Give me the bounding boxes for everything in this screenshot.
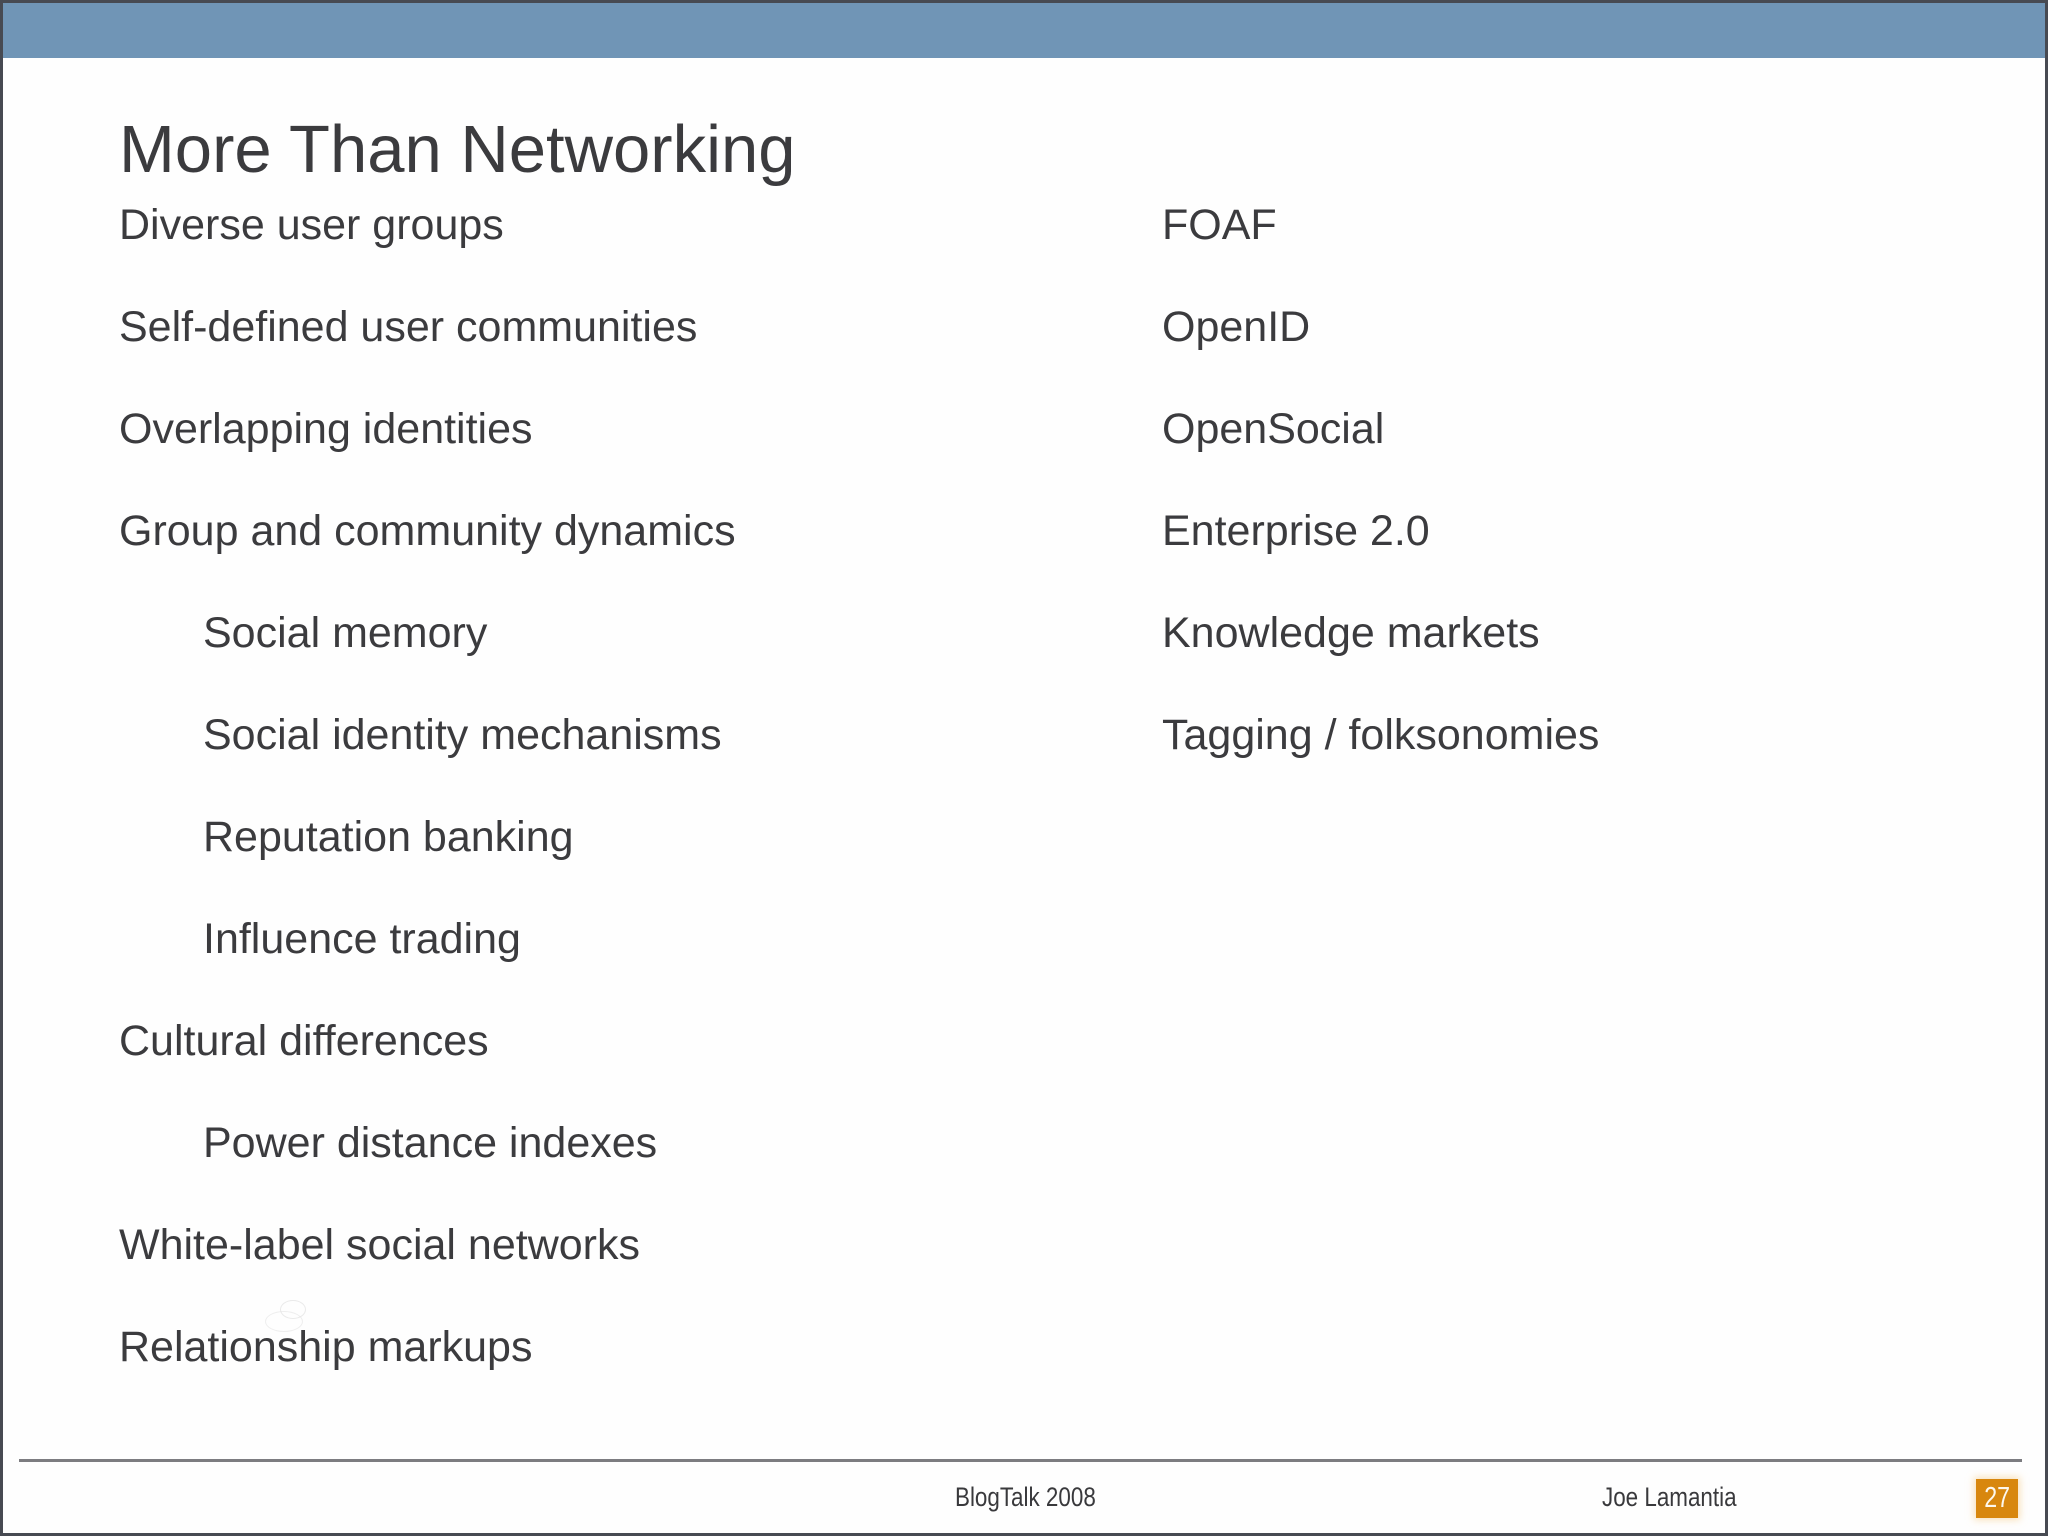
list-item-sub: Social identity mechanisms [203, 710, 722, 759]
list-item: OpenID [1162, 302, 1311, 351]
list-item: Overlapping identities [119, 404, 533, 453]
list-item: FOAF [1162, 200, 1277, 249]
list-item: Relationship markups [119, 1322, 533, 1371]
page-title: More Than Networking [119, 111, 796, 187]
list-item-sub: Power distance indexes [203, 1118, 658, 1167]
footer-author-label: Joe Lamantia [1602, 1482, 1737, 1512]
list-item: Tagging / folksonomies [1162, 710, 1600, 759]
list-item: Diverse user groups [119, 200, 504, 249]
venn-watermark-icon [265, 1311, 303, 1332]
header-band [3, 3, 2045, 58]
list-item: OpenSocial [1162, 404, 1385, 453]
footer-divider [19, 1459, 2022, 1462]
footer-conference-label: BlogTalk 2008 [955, 1482, 1096, 1512]
list-item: Enterprise 2.0 [1162, 506, 1430, 555]
list-item-sub: Influence trading [203, 914, 521, 963]
list-item-sub: Reputation banking [203, 812, 574, 861]
list-item: White-label social networks [119, 1220, 640, 1269]
page-number: 27 [1984, 1482, 2010, 1514]
list-item: Knowledge markets [1162, 608, 1540, 657]
list-item-sub: Social memory [203, 608, 488, 657]
list-item: Self-defined user communities [119, 302, 698, 351]
list-item: Group and community dynamics [119, 506, 736, 555]
list-item: Cultural differences [119, 1016, 489, 1065]
page-number-badge: 27 [1976, 1479, 2018, 1518]
left-bullet-column: Diverse user groups Self-defined user co… [3, 174, 1103, 1398]
right-bullet-column: FOAF OpenID OpenSocial Enterprise 2.0 Kn… [1162, 174, 2002, 786]
